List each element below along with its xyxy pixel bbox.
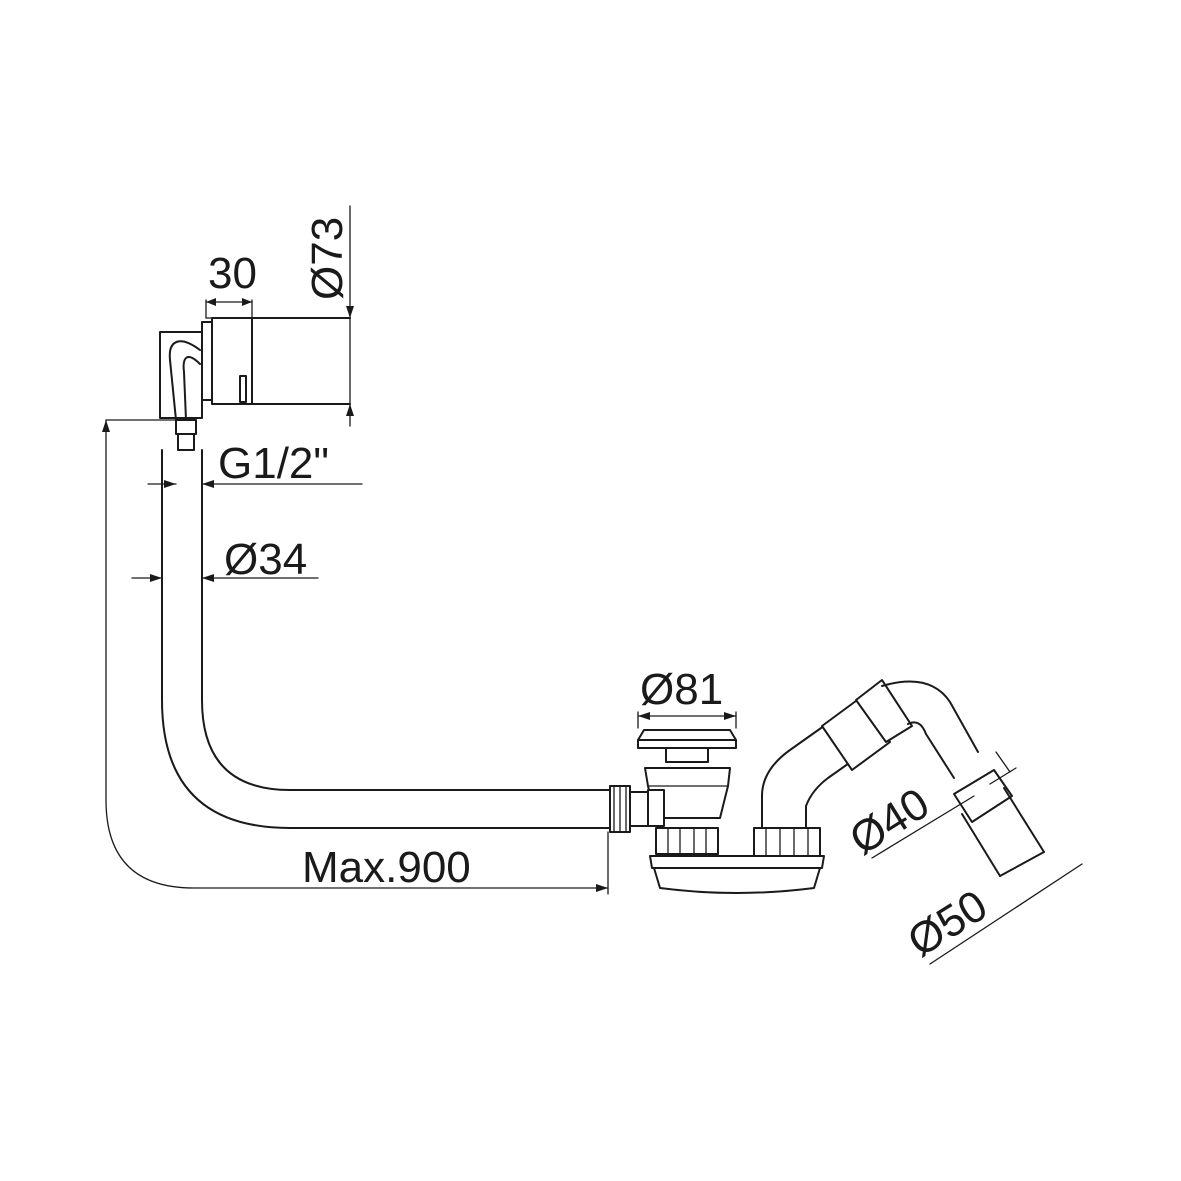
overflow-assembly — [159, 317, 351, 451]
overflow-hose — [161, 449, 611, 829]
dim-hose-diameter: Ø34 — [224, 535, 307, 584]
dim-length: Max.900 — [302, 843, 471, 892]
dim-thread: G1/2" — [218, 439, 329, 488]
dimension-lines — [102, 205, 1083, 965]
dim-outlet-small: Ø40 — [841, 779, 937, 865]
dim-overflow-depth: 30 — [208, 249, 257, 298]
dim-overflow-diameter: Ø73 — [303, 217, 352, 300]
dim-outlet-large: Ø50 — [899, 881, 995, 967]
waste-assembly — [609, 729, 825, 894]
outlet-elbow — [761, 679, 1045, 877]
dim-plug-diameter: Ø81 — [640, 665, 723, 714]
